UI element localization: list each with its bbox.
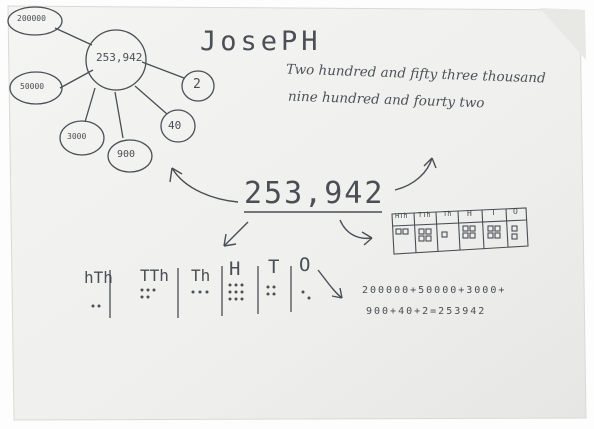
web-node-3000 — [59, 120, 105, 156]
expanded-equation-line2: 900+40+2=253942 — [366, 306, 487, 317]
web-node-40 — [160, 109, 196, 143]
header-tens: T — [268, 256, 280, 278]
place-value-counters — [91, 283, 311, 308]
main-number: 253,942 — [244, 176, 385, 211]
web-node-200000 — [7, 6, 63, 36]
grid-header-h: H — [467, 209, 472, 218]
web-node-2 — [181, 70, 215, 102]
web-center-number: 253,942 — [96, 51, 143, 64]
place-value-grid — [391, 207, 529, 255]
place-value-web — [7, 6, 215, 173]
header-ten-thousands: TTh — [140, 266, 169, 285]
web-node-50000 — [9, 71, 63, 105]
web-label-40: 40 — [168, 119, 182, 132]
grid-header-hth: HTh — [395, 212, 408, 220]
grid-header-t: T — [491, 208, 496, 217]
web-label-3000: 3000 — [67, 132, 87, 141]
arrows — [169, 157, 437, 299]
grid-header-tth: TTh — [418, 211, 431, 219]
web-label-900: 900 — [117, 149, 136, 160]
header-thousands: Th — [191, 266, 211, 285]
place-value-chart-lines — [109, 266, 292, 318]
web-label-2: 2 — [193, 77, 201, 92]
grid-header-th: Th — [443, 210, 452, 218]
web-label-200000: 200000 — [17, 14, 46, 23]
grid-header-o: O — [513, 207, 518, 216]
web-center-circle — [85, 29, 147, 91]
header-ones: O — [299, 254, 311, 276]
student-name: JosePH — [200, 26, 322, 57]
header-hundreds: H — [229, 258, 241, 280]
expanded-equation-line1: 200000+50000+3000+ — [362, 285, 507, 296]
web-label-50000: 50000 — [20, 82, 45, 91]
web-node-900 — [107, 139, 153, 173]
header-hundred-thousands: hTh — [84, 268, 113, 287]
